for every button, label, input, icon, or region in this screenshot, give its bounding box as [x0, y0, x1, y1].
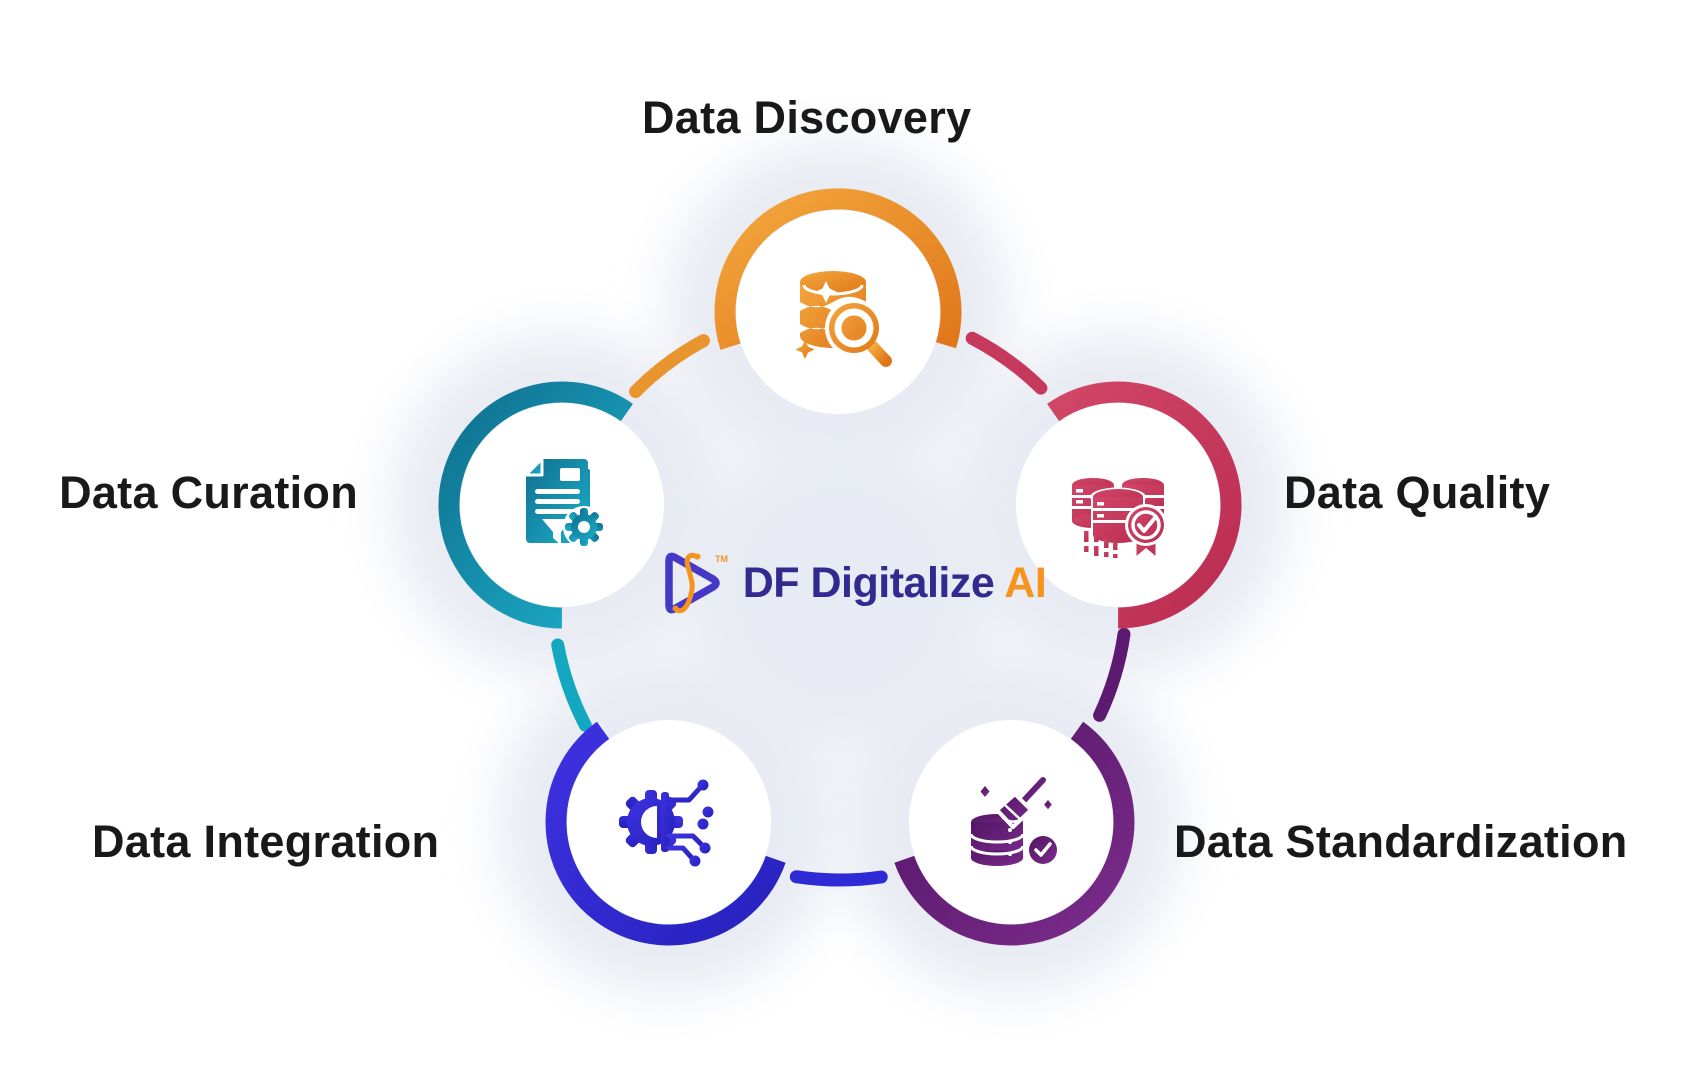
discovery-ring: [714, 188, 962, 350]
curation-connector: [551, 638, 592, 732]
integration-ring: [545, 721, 786, 946]
background-halo: [680, 433, 1000, 753]
quality-connector: [965, 331, 1048, 395]
node-label-data-standardization: Data Standardization: [1174, 816, 1628, 867]
brand-suffix: AI: [1004, 558, 1047, 607]
trademark-text: TM: [715, 554, 728, 564]
node-label-data-curation: Data Curation: [59, 467, 358, 518]
brand-name: DF Digitalize: [742, 558, 995, 607]
document-filter-gear-icon: [524, 457, 607, 550]
integration-connector: [789, 870, 888, 887]
node-label-data-discovery: Data Discovery: [642, 92, 972, 143]
discovery-connector: [629, 334, 710, 398]
brand-logo-mark-icon: TM: [664, 552, 728, 614]
standardization-connector: [1093, 627, 1131, 722]
curation-ring: [438, 381, 633, 629]
standardization-ring: [894, 721, 1135, 946]
node-label-data-integration: Data Integration: [92, 816, 440, 867]
node-label-data-quality: Data Quality: [1284, 467, 1551, 518]
quality-ring: [1047, 381, 1242, 629]
